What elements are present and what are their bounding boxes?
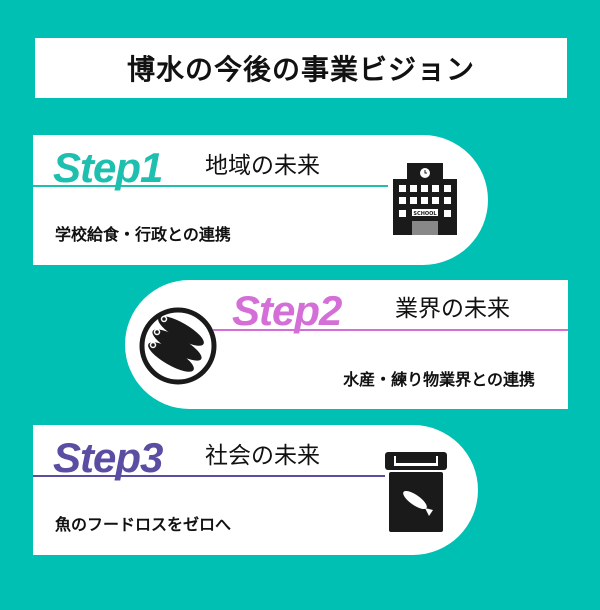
step1-label: Step1 [53,144,163,191]
school-building-icon: SCHOOL [393,163,457,235]
step2-label: Step2 [232,287,342,334]
step3-heading: 社会の未来 [205,443,320,469]
step2-card: Step2 業界の未来 水産・練り物業界との連携 [125,280,568,409]
step3-divider [33,475,385,477]
step2-heading: 業界の未来 [395,296,510,322]
fish-plate-icon [139,307,217,385]
step2-description: 水産・練り物業界との連携 [343,370,535,389]
trash-bin-fish-icon [385,452,447,532]
step2-divider [213,329,568,331]
step1-card: Step1 地域の未来 学校給食・行政との連携 SCHOOL [33,135,488,265]
step1-heading: 地域の未来 [205,153,320,179]
step3-card: Step3 社会の未来 魚のフードロスをゼロへ [33,425,478,555]
step1-description: 学校給食・行政との連携 [55,225,231,244]
step1-divider [33,185,388,187]
page-title: 博水の今後の事業ビジョン [35,38,567,98]
school-sign: SCHOOL [413,211,437,217]
step3-label: Step3 [53,434,163,481]
step3-description: 魚のフードロスをゼロへ [55,515,232,534]
